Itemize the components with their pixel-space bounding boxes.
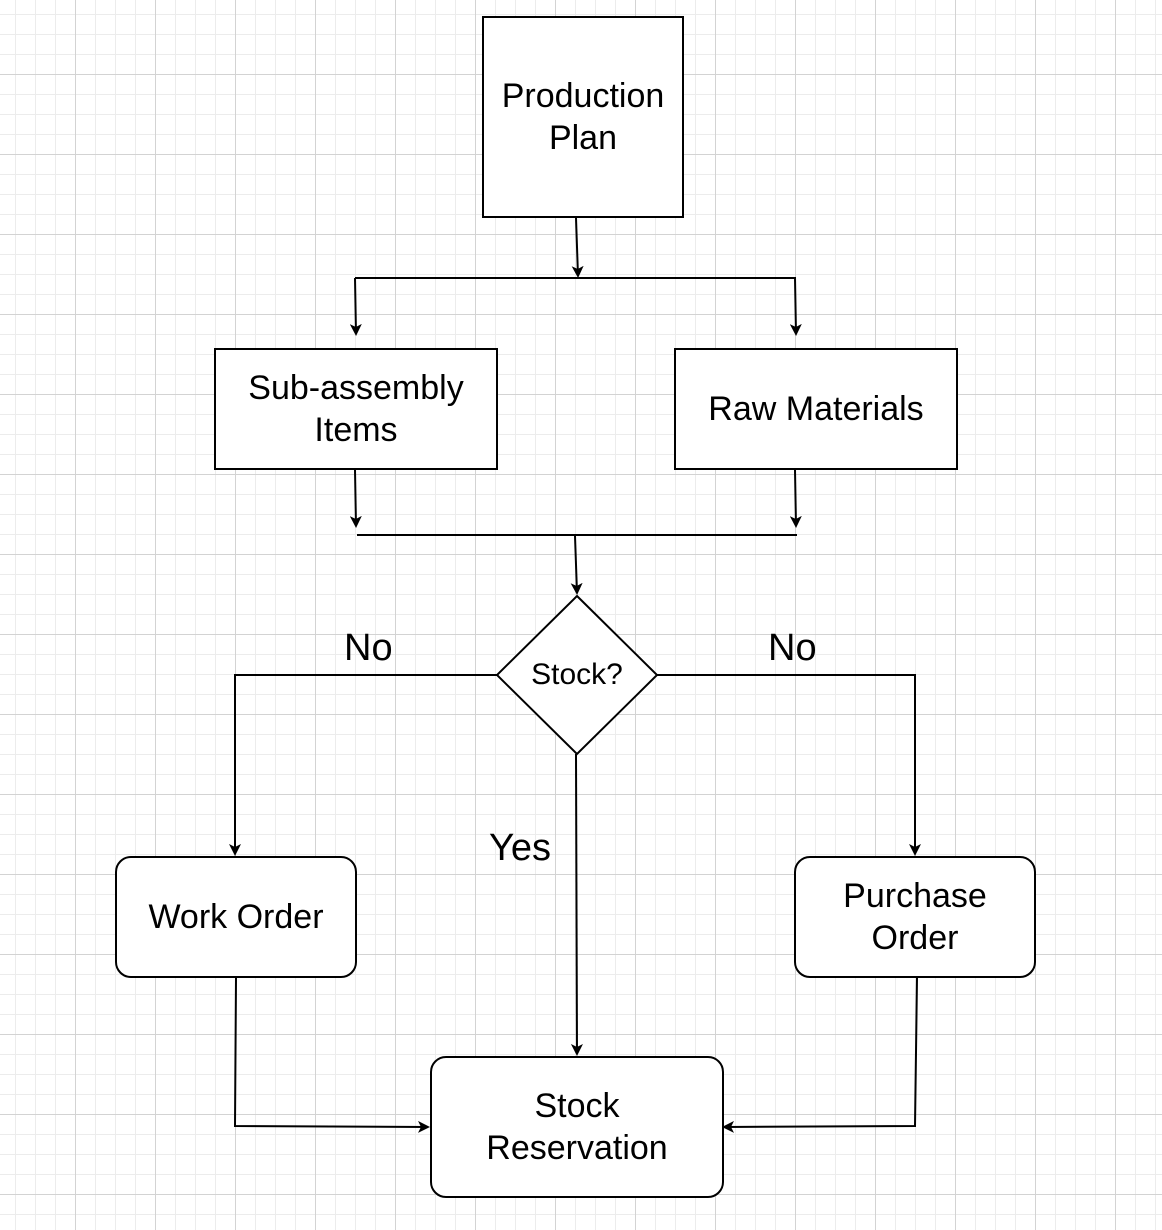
node-raw-materials-label: Raw Materials: [708, 390, 924, 428]
node-work-order[interactable]: Work Order: [115, 856, 357, 978]
node-raw-materials[interactable]: Raw Materials: [674, 348, 958, 470]
label-left-no: No: [344, 627, 393, 669]
node-production-plan-line2: Plan: [548, 119, 618, 157]
label-right-no: No: [768, 627, 817, 669]
node-stock-reservation[interactable]: Stock Reservation: [430, 1056, 724, 1198]
node-stock-reservation-line2: Reservation: [486, 1129, 668, 1167]
edge-decision-to-reservation: [570, 753, 583, 1056]
node-purchase-order-line2: Order: [871, 919, 959, 957]
edge-raw-to-merge: [789, 469, 802, 528]
node-purchase-order-line1: Purchase: [843, 877, 987, 915]
label-yes: Yes: [489, 827, 551, 869]
edge-purchase-order-to-reservation: [722, 977, 918, 1133]
edge-decision-to-work-order: [229, 674, 497, 856]
node-production-plan-line1: Production: [501, 77, 665, 115]
node-sub-assembly-items[interactable]: Sub-assembly Items: [214, 348, 498, 470]
edge-plan-to-split: [571, 217, 584, 278]
edge-work-order-to-reservation: [233, 977, 430, 1133]
node-purchase-order[interactable]: Purchase Order: [794, 856, 1036, 978]
edge-merge-to-decision: [570, 535, 583, 595]
edge-split-to-raw: [789, 277, 802, 336]
node-stock-reservation-line1: Stock: [534, 1087, 620, 1125]
edge-decision-to-purchase-order: [657, 674, 921, 856]
node-work-order-label: Work Order: [148, 898, 324, 936]
node-production-plan[interactable]: Production Plan: [482, 16, 684, 218]
decision-stock-label: Stock?: [531, 658, 623, 691]
edge-split-to-subassembly: [349, 277, 362, 336]
node-sub-assembly-line1: Sub-assembly: [248, 369, 464, 407]
edge-subassembly-to-merge: [349, 469, 362, 528]
node-sub-assembly-line2: Items: [314, 411, 398, 449]
